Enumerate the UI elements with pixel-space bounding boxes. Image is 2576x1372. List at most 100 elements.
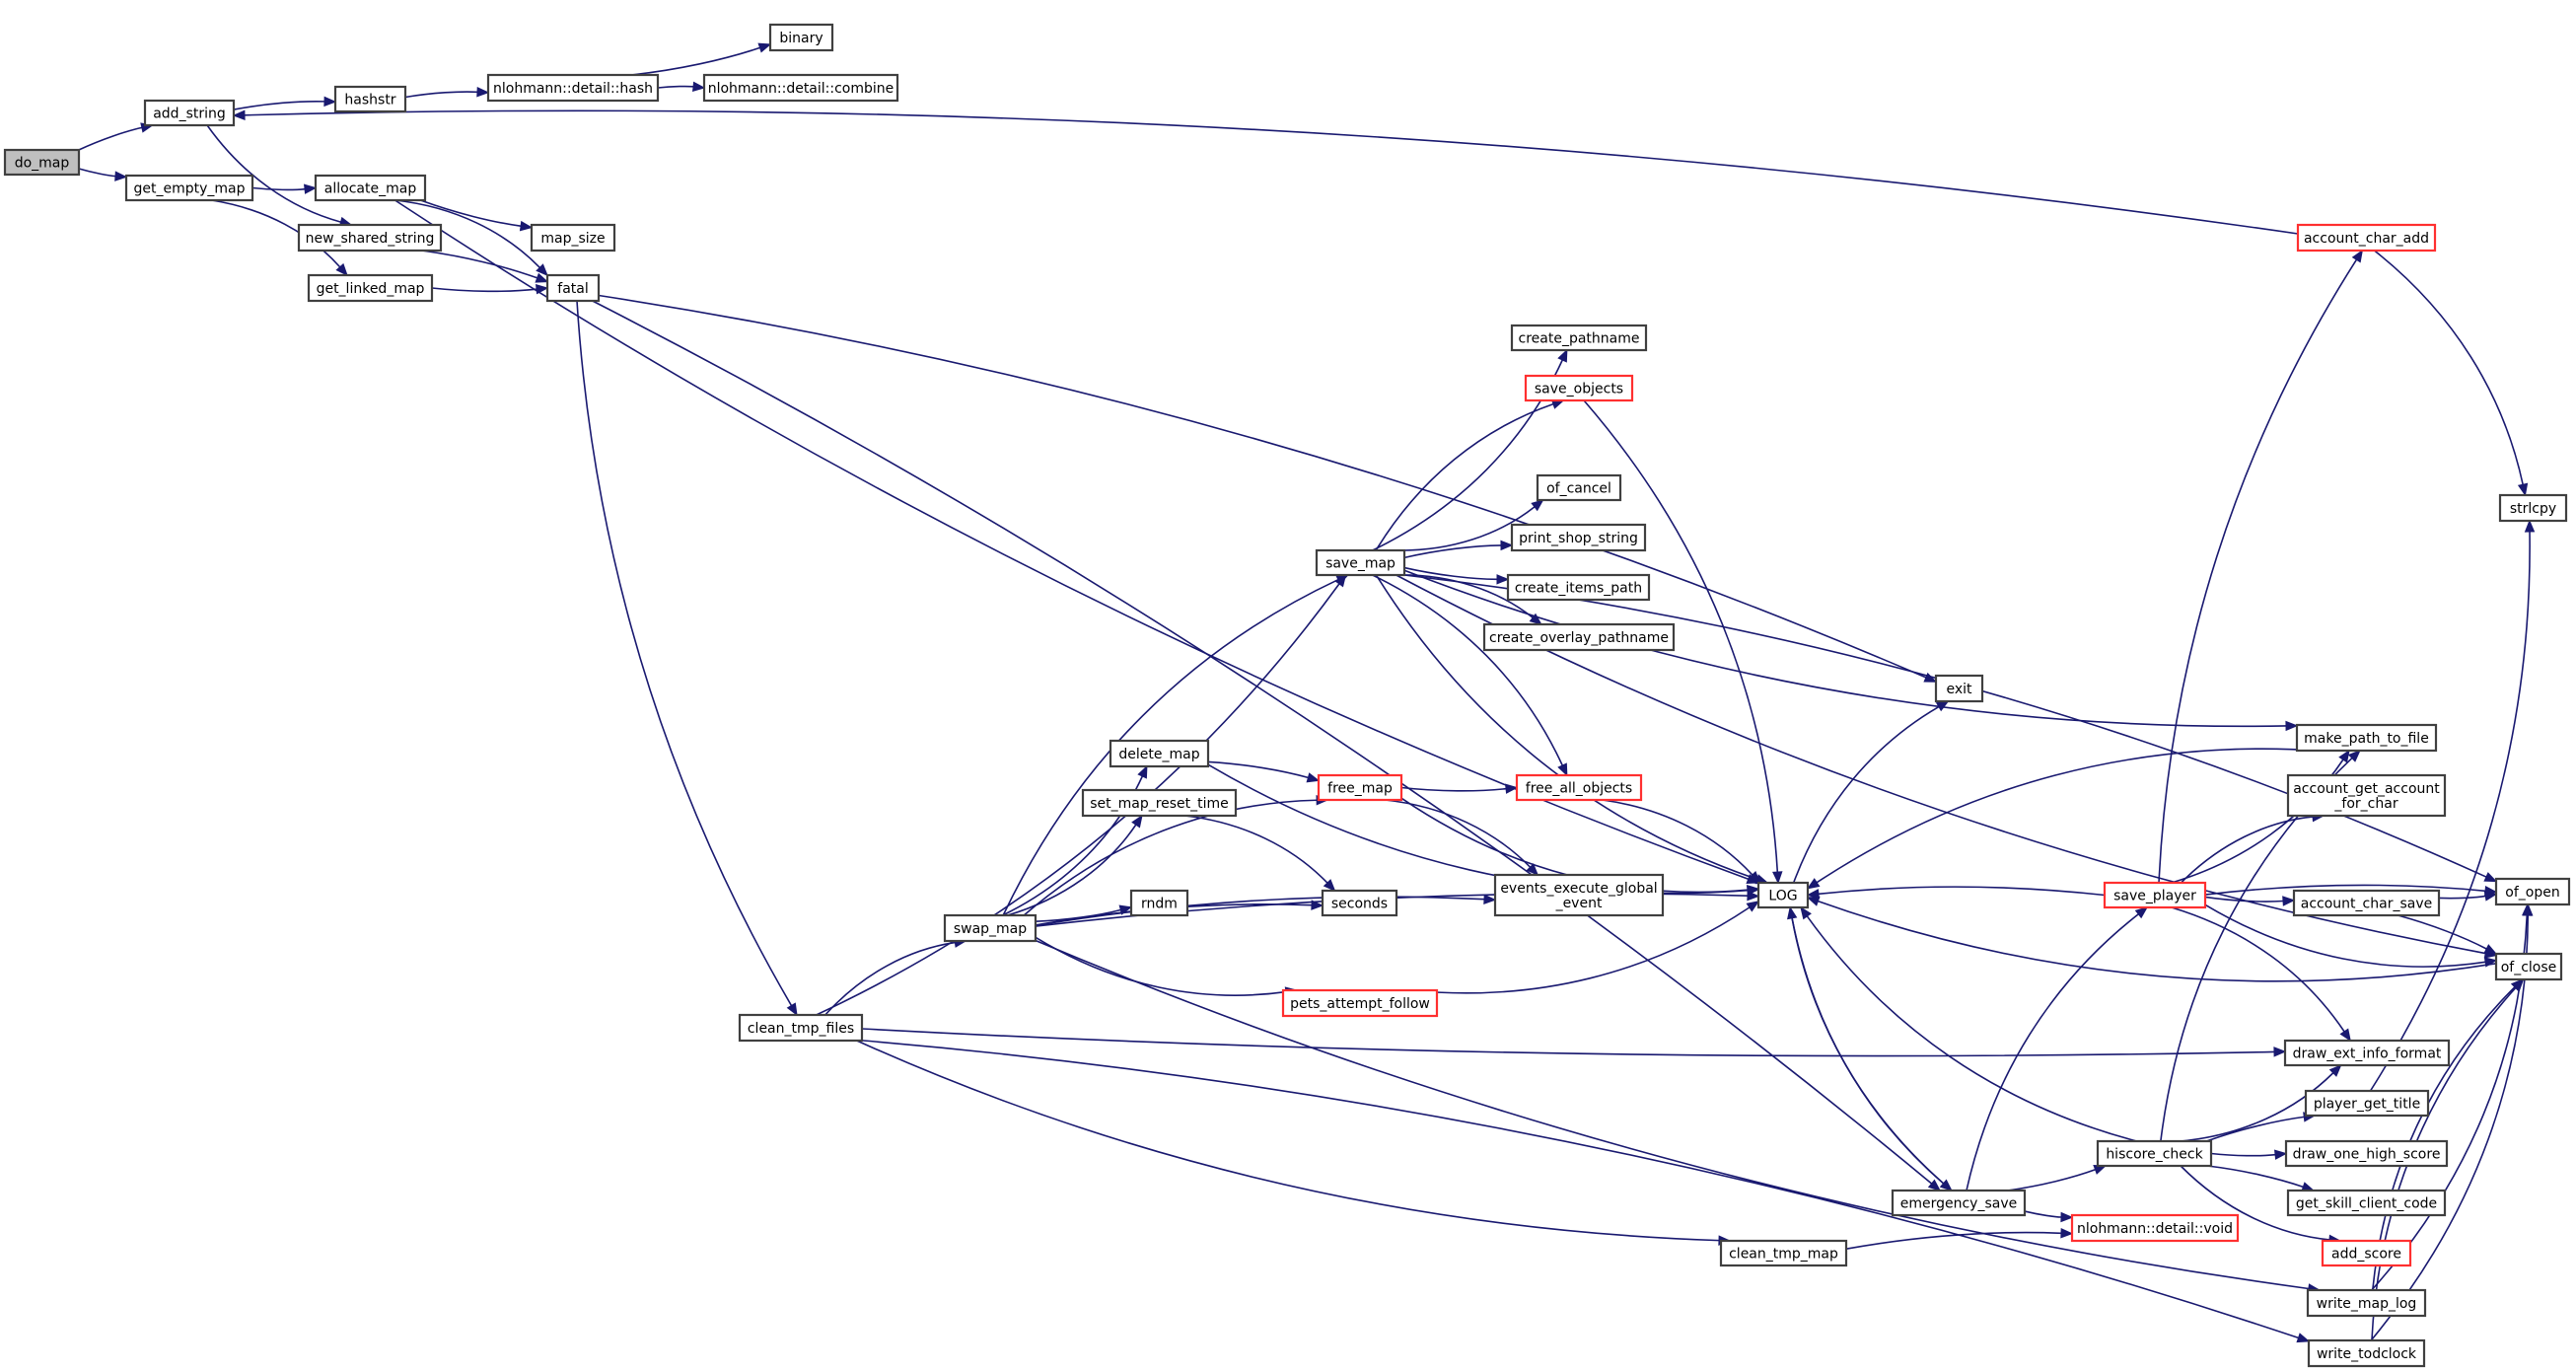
graph-node-write-map-log[interactable]: write_map_log	[2306, 1288, 2427, 1318]
graph-node-print-shop-string[interactable]: print_shop_string	[1510, 523, 1647, 552]
graph-node-make-path-to-file[interactable]: make_path_to_file	[2295, 723, 2438, 753]
graph-node-hashstr[interactable]: hashstr	[333, 85, 407, 113]
node-label: free_all_objects	[1526, 781, 1632, 797]
graph-node-do-map[interactable]: do_map	[3, 148, 81, 177]
edge-line	[244, 109, 2299, 235]
graph-node-save-player[interactable]: save_player	[2103, 881, 2207, 909]
edge-line	[2024, 1210, 2062, 1218]
graph-node-nlohmann-void[interactable]: nlohmann::detail::void	[2070, 1213, 2240, 1243]
node-label: seconds	[1331, 897, 1388, 912]
graph-node-clean-tmp-files[interactable]: clean_tmp_files	[738, 1013, 864, 1043]
graph-node-LOG[interactable]: LOG	[1756, 881, 1810, 909]
graph-node-of-close[interactable]: of_close	[2494, 952, 2563, 981]
graph-node-save-objects[interactable]: save_objects	[1524, 374, 1634, 402]
edge-fatal-to-exit	[598, 294, 1938, 683]
arrowhead-icon	[2328, 1064, 2342, 1077]
edge-line	[1372, 574, 1563, 766]
node-label: hiscore_check	[2106, 1147, 2203, 1163]
graph-node-write-todclock[interactable]: write_todclock	[2307, 1338, 2426, 1368]
edge-line	[1035, 908, 1121, 922]
edge-line	[592, 300, 1933, 1185]
node-box	[1515, 773, 1643, 802]
graph-node-of-open[interactable]: of_open	[2494, 877, 2571, 906]
node-label: swap_map	[954, 921, 1027, 937]
node-box	[1081, 788, 1238, 818]
graph-node-create-items-path[interactable]: create_items_path	[1506, 573, 1651, 602]
edge-clean-tmp-files-to-write-todclock	[861, 1040, 2311, 1343]
graph-node-map-size[interactable]: map_size	[530, 223, 616, 253]
edge-line	[2171, 906, 2345, 1033]
node-label: clean_tmp_map	[1729, 1247, 1838, 1263]
edge-swap-map-to-pets-attempt-follow	[1035, 936, 1299, 997]
node-box	[1536, 473, 1622, 502]
graph-node-get-skill-client-code[interactable]: get_skill_client_code	[2286, 1189, 2447, 1217]
graph-node-pets-attempt-follow[interactable]: pets_attempt_follow	[1281, 988, 1439, 1018]
node-box	[314, 174, 427, 202]
graph-node-add-score[interactable]: add_score	[2321, 1239, 2412, 1267]
node-layer: do_map add_string get_empty_map hashstr nloh…	[3, 23, 2571, 1368]
graph-node-account-get-account-for-char[interactable]: account_get_account_for_char	[2286, 773, 2447, 818]
graph-node-strlcpy[interactable]: strlcpy	[2498, 493, 2568, 523]
graph-node-account-char-save[interactable]: account_char_save	[2292, 889, 2441, 917]
edge-make-path-to-file-to-LOG	[1806, 748, 2320, 890]
graph-node-binary[interactable]: binary	[768, 23, 834, 52]
node-label: write_todclock	[2317, 1346, 2417, 1362]
node-box	[143, 99, 236, 127]
graph-node-nlohmann-combine[interactable]: nlohmann::detail::combine	[702, 73, 899, 103]
graph-node-hiscore-check[interactable]: hiscore_check	[2096, 1139, 2213, 1168]
graph-node-draw-ext-info-format[interactable]: draw_ext_info_format	[2283, 1039, 2451, 1067]
graph-node-free-all-objects[interactable]: free_all_objects	[1515, 773, 1643, 802]
edge-line	[856, 1040, 1720, 1242]
edge-emergency-save-to-nlohmann-void	[2024, 1210, 2074, 1223]
arrowhead-icon	[1505, 783, 1519, 794]
graph-node-events-execute-global-event[interactable]: events_execute_global_event	[1493, 873, 1665, 917]
edge-save-player-to-draw-ext-info-format	[2171, 906, 2351, 1043]
arrowhead-icon	[2347, 750, 2361, 762]
graph-node-rndm[interactable]: rndm	[1129, 889, 1189, 917]
graph-node-account-char-add[interactable]: account_char_add	[2296, 223, 2437, 253]
edge-line	[1035, 936, 1287, 996]
arrowhead-icon	[1557, 762, 1568, 777]
graph-node-exit[interactable]: exit	[1934, 674, 1984, 703]
arrowhead-icon	[2524, 519, 2536, 533]
graph-node-new-shared-string[interactable]: new_shared_string	[297, 223, 443, 253]
graph-node-swap-map[interactable]: swap_map	[943, 913, 1038, 943]
graph-node-get-linked-map[interactable]: get_linked_map	[307, 273, 434, 303]
edge-save-player-to-LOG	[1806, 886, 2106, 900]
node-label: map_size	[540, 231, 605, 247]
graph-node-nlohmann-hash[interactable]: nlohmann::detail::hash	[486, 73, 660, 103]
edge-pets-attempt-follow-to-LOG	[1409, 901, 1760, 994]
graph-node-player-get-title[interactable]: player_get_title	[2304, 1089, 2430, 1118]
graph-node-create-pathname[interactable]: create_pathname	[1510, 324, 1648, 352]
graph-node-get-empty-map[interactable]: get_empty_map	[124, 174, 254, 202]
node-label: rndm	[1141, 897, 1178, 912]
graph-node-free-map[interactable]: free_map	[1317, 773, 1403, 802]
node-label: get_skill_client_code	[2296, 1196, 2437, 1212]
arrowhead-icon	[519, 220, 534, 232]
node-label: save_objects	[1535, 382, 1623, 397]
node-box	[1719, 1239, 1848, 1267]
edge-line	[1023, 799, 1318, 916]
edge-line	[233, 100, 325, 110]
graph-node-create-overlay-pathname[interactable]: create_overlay_pathname	[1482, 622, 1676, 652]
graph-node-add-string[interactable]: add_string	[143, 99, 236, 127]
graph-node-of-cancel[interactable]: of_cancel	[1536, 473, 1622, 502]
graph-node-delete-map[interactable]: delete_map	[1109, 739, 1210, 768]
graph-node-allocate-map[interactable]: allocate_map	[314, 174, 427, 202]
graph-node-fatal[interactable]: fatal	[545, 273, 601, 303]
edge-do-map-to-add-string	[78, 122, 154, 151]
node-label: add_string	[153, 107, 226, 122]
edge-line	[1035, 939, 2309, 1290]
edge-line	[1792, 705, 1940, 884]
graph-node-clean-tmp-map[interactable]: clean_tmp_map	[1719, 1239, 1848, 1267]
graph-node-draw-one-high-score[interactable]: draw_one_high_score	[2284, 1139, 2449, 1168]
edge-free-map-to-free-all-objects	[1400, 783, 1519, 794]
graph-node-save-map[interactable]: save_map	[1315, 548, 1406, 577]
graph-node-seconds[interactable]: seconds	[1321, 889, 1398, 917]
edge-line	[1395, 506, 1536, 551]
graph-node-set-map-reset-time[interactable]: set_map_reset_time	[1081, 788, 1238, 818]
edge-allocate-map-to-fatal	[394, 199, 548, 277]
edge-delete-map-to-free-map	[1207, 760, 1321, 783]
graph-node-emergency-save[interactable]: emergency_save	[1891, 1189, 2027, 1217]
